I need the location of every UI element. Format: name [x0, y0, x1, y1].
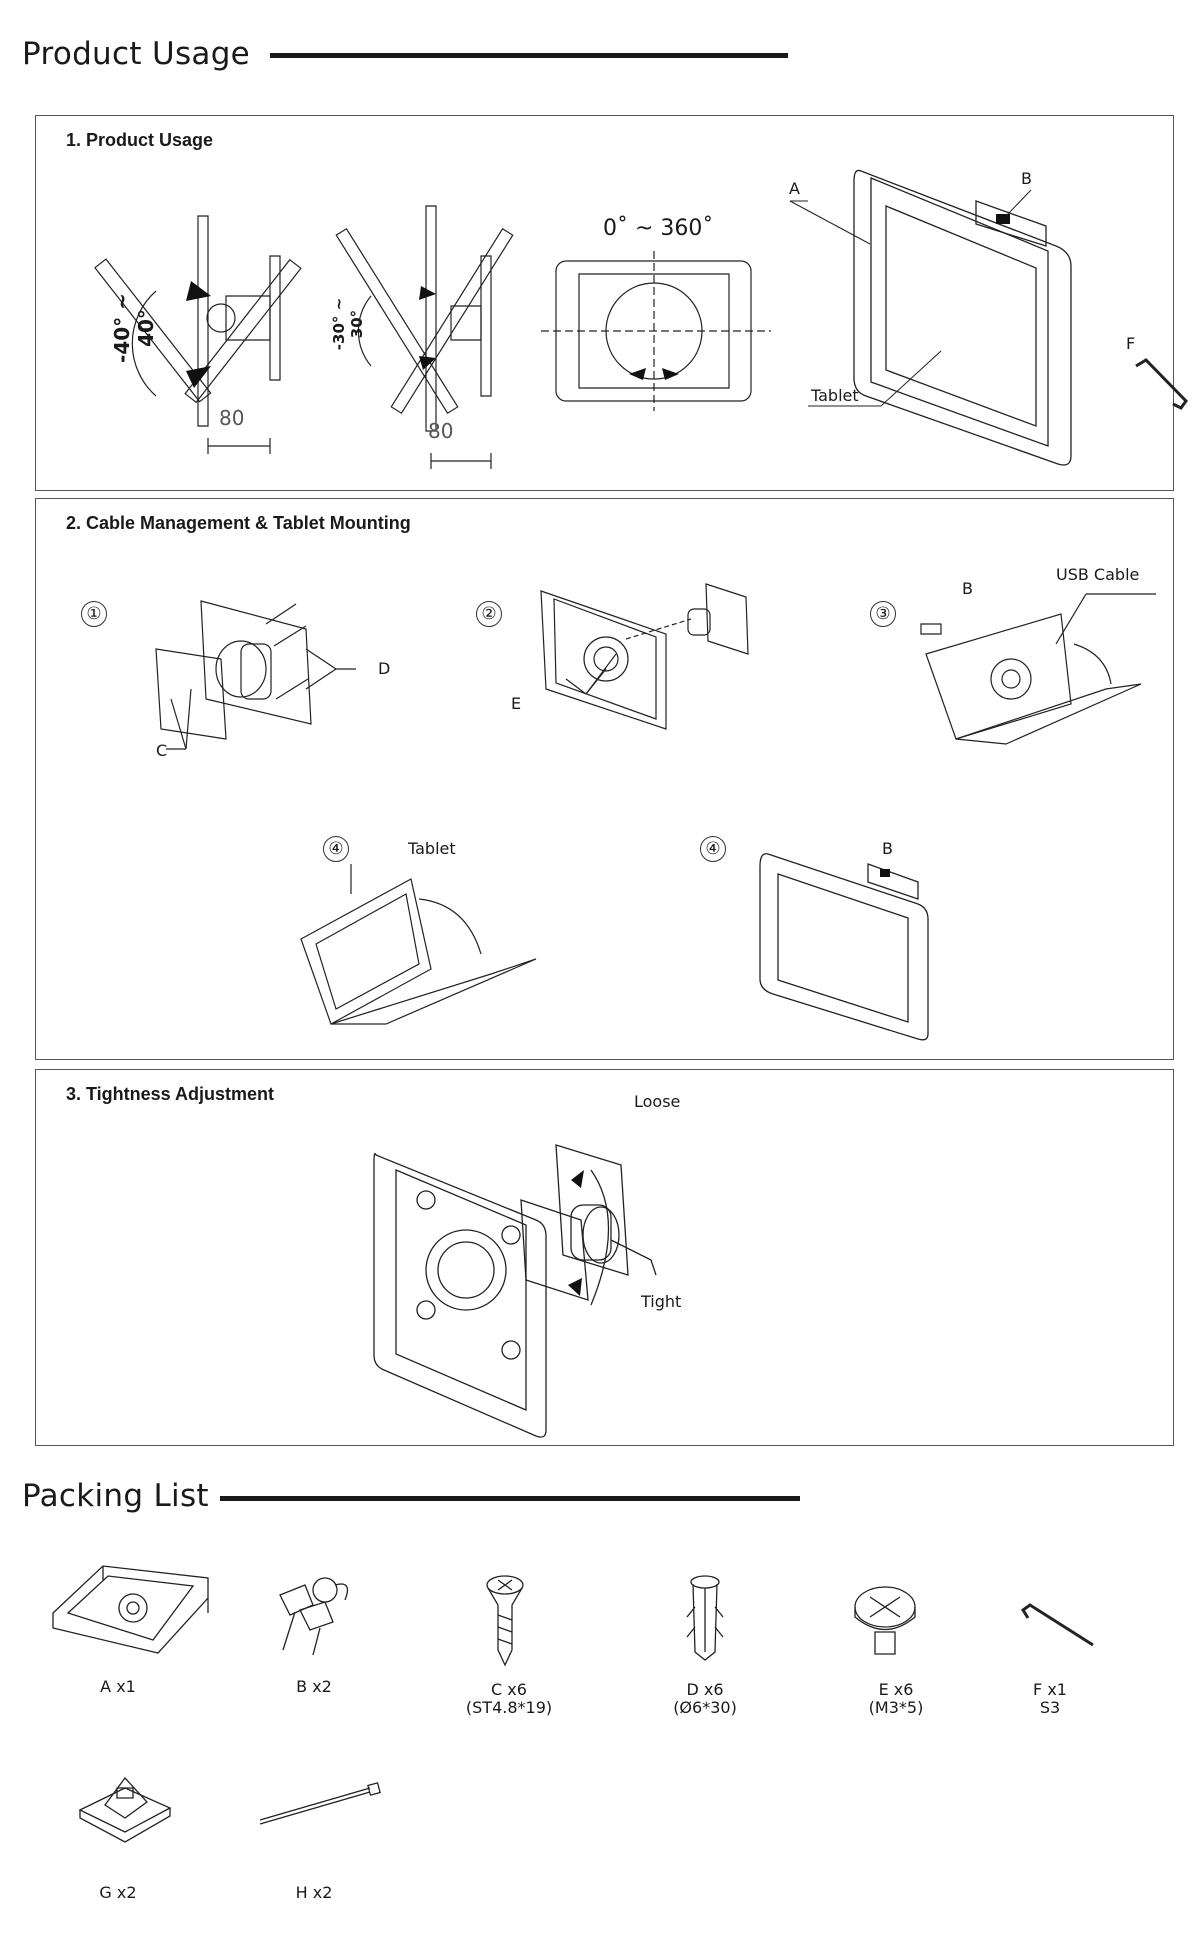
tilt-diagram-40 [86, 206, 316, 466]
step-number-2: ② [476, 601, 502, 627]
item-e-spec: (M3*5) [868, 1698, 924, 1717]
label-c: C [156, 741, 168, 760]
item-b-label: B x2 [296, 1677, 332, 1696]
label-loose: Loose [634, 1092, 681, 1111]
label-tablet-step4: Tablet [408, 839, 456, 858]
item-a-enclosure-icon [48, 1558, 218, 1658]
panel-title: 1. Product Usage [66, 130, 214, 150]
tilt-diagram-30 [331, 196, 531, 466]
rotation-range-label: 0˚ ~ 360˚ [603, 216, 714, 241]
leader-tablet [806, 336, 946, 411]
title-rule [220, 1496, 800, 1501]
step1-wall-mount-diagram [146, 589, 386, 769]
item-c-label: C x6 [491, 1680, 527, 1699]
tightness-adjustment-diagram [366, 1110, 786, 1440]
label-tablet: Tablet [811, 386, 859, 405]
panel-cable-management: 2. Cable Management & Tablet Mounting ① … [35, 498, 1174, 1060]
label-a: A [789, 179, 800, 198]
label-b-step3: B [962, 579, 973, 598]
label-d: D [378, 659, 391, 678]
item-d-spec: (Ø6*30) [673, 1698, 737, 1717]
leader-a [788, 199, 878, 249]
item-g-label: G x2 [99, 1883, 137, 1902]
item-e-standoff-icon [850, 1582, 920, 1662]
item-f-label: F x1 [1033, 1680, 1067, 1699]
step-number-4a: ④ [323, 836, 349, 862]
item-d-anchor-icon [680, 1572, 730, 1662]
item-f-hex-key-icon [1018, 1600, 1098, 1650]
tilt-dimension-80b: 80 [428, 419, 454, 443]
panel-title: 3. Tightness Adjustment [66, 1084, 275, 1104]
rotation-diagram [551, 256, 791, 406]
tilt-angle-label-30: -30° ~ 30° [330, 297, 366, 351]
item-b-keys-icon [265, 1570, 355, 1660]
leader-b [1001, 188, 1041, 228]
step-number-4b: ④ [700, 836, 726, 862]
label-b: B [1021, 169, 1032, 188]
step3-cable-routing-diagram [896, 584, 1166, 759]
panel-title: 2. Cable Management & Tablet Mounting [66, 513, 411, 533]
panel-product-usage: 1. Product Usage -40° ~ 40° 80 [35, 115, 1174, 491]
step4-assembled-enclosure-diagram [748, 844, 948, 1044]
item-a-label: A x1 [100, 1677, 136, 1696]
label-b-step4: B [882, 839, 893, 858]
section-title-product-usage: Product Usage [22, 36, 251, 72]
label-tight: Tight [641, 1292, 682, 1311]
item-g-cable-mount-icon [75, 1770, 175, 1850]
section-title-packing-list: Packing List [22, 1478, 209, 1514]
label-e: E [511, 694, 522, 713]
item-h-label: H x2 [295, 1883, 333, 1902]
item-c-screw-icon [480, 1570, 530, 1670]
item-f-spec: S3 [1039, 1698, 1061, 1717]
label-usb-cable: USB Cable [1056, 565, 1140, 584]
item-e-label: E x6 [878, 1680, 914, 1699]
tilt-dimension-80a: 80 [219, 406, 245, 430]
item-c-spec: (ST4.8*19) [465, 1698, 553, 1717]
step-number-1: ① [81, 601, 107, 627]
tilt-angle-label-40: -40° ~ 40° [110, 293, 158, 363]
item-h-cable-tie-icon [255, 1780, 385, 1830]
step2-frame-mount-diagram [526, 579, 806, 779]
title-rule [270, 53, 788, 58]
panel-tightness-adjustment: 3. Tightness Adjustment Loose Tight [35, 1069, 1174, 1446]
hex-key-f-diagram [1131, 356, 1200, 426]
label-f: F [1126, 334, 1136, 353]
tablet-enclosure-diagram [826, 156, 1126, 466]
step-number-3: ③ [870, 601, 896, 627]
step4-tablet-insert-diagram [291, 854, 551, 1039]
item-d-label: D x6 [686, 1680, 724, 1699]
